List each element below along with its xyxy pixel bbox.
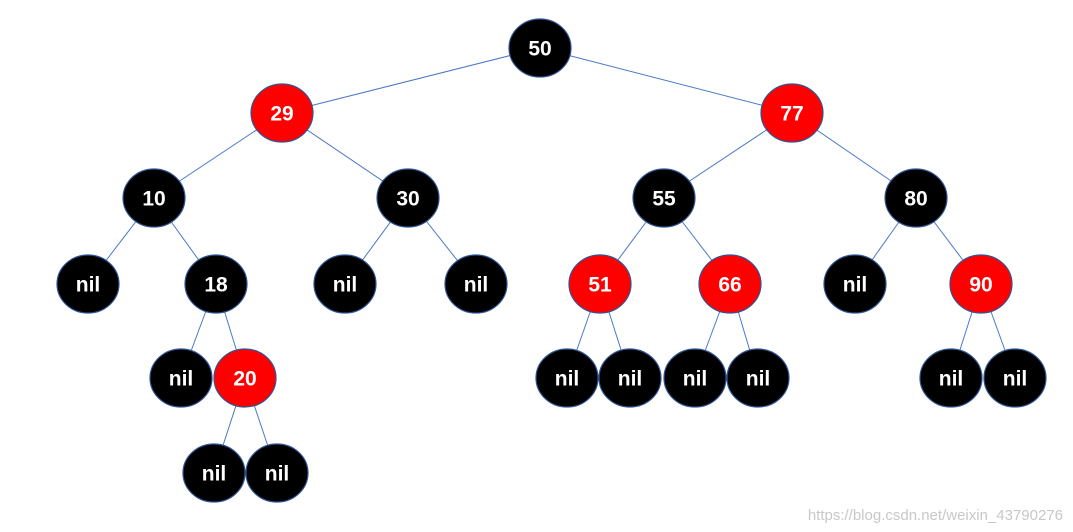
black-node-circle <box>919 348 983 408</box>
edge-n50-n77 <box>539 47 793 114</box>
red-node-circle <box>949 254 1013 314</box>
node-label: nil <box>555 368 580 391</box>
black-node-circle <box>56 254 120 314</box>
black-node-circle <box>444 254 508 314</box>
tree-node-nil6: nil <box>182 443 246 503</box>
black-node-circle <box>184 254 248 314</box>
tree-node-nil7: nil <box>245 443 309 503</box>
red-node-circle <box>250 83 314 143</box>
node-label: 55 <box>652 188 676 211</box>
tree-node-n66: 66 <box>698 254 762 314</box>
black-node-circle <box>983 348 1047 408</box>
tree-node-nil13: nil <box>983 348 1047 408</box>
tree-node-nil2: nil <box>313 254 377 314</box>
node-label: nil <box>939 368 964 391</box>
tree-node-nil12: nil <box>919 348 983 408</box>
black-node-circle <box>122 168 186 228</box>
tree-node-nil11: nil <box>726 348 790 408</box>
black-node-circle <box>884 168 948 228</box>
red-node-circle <box>760 83 824 143</box>
red-node-circle <box>213 348 277 408</box>
node-label: nil <box>202 463 227 486</box>
tree-node-n80: 80 <box>884 168 948 228</box>
node-label: nil <box>618 368 643 391</box>
node-label: 18 <box>204 274 228 297</box>
node-label: 50 <box>528 38 551 61</box>
black-node-circle <box>663 348 727 408</box>
black-node-circle <box>598 348 662 408</box>
node-label: 90 <box>969 274 992 297</box>
tree-node-nil4: nil <box>823 254 887 314</box>
tree-node-n30: 30 <box>376 168 440 228</box>
black-node-circle <box>376 168 440 228</box>
node-label: 29 <box>270 103 293 126</box>
tree-node-nil1: nil <box>56 254 120 314</box>
black-node-circle <box>149 348 213 408</box>
node-label: nil <box>1003 368 1028 391</box>
tree-node-n20: 20 <box>213 348 277 408</box>
tree-node-nil3: nil <box>444 254 508 314</box>
black-node-circle <box>508 18 572 78</box>
node-label: 10 <box>142 188 165 211</box>
node-label: 51 <box>588 274 612 297</box>
red-node-circle <box>698 254 762 314</box>
tree-node-n29: 29 <box>250 83 314 143</box>
black-node-circle <box>632 168 696 228</box>
tree-node-n55: 55 <box>632 168 696 228</box>
node-label: nil <box>843 274 868 297</box>
tree-node-nil9: nil <box>598 348 662 408</box>
tree-node-n51: 51 <box>568 254 632 314</box>
tree-node-n18: 18 <box>184 254 248 314</box>
node-label: 77 <box>780 103 803 126</box>
black-node-circle <box>823 254 887 314</box>
red-node-circle <box>568 254 632 314</box>
node-label: nil <box>333 274 358 297</box>
node-label: 30 <box>396 188 419 211</box>
black-node-circle <box>245 443 309 503</box>
tree-node-n77: 77 <box>760 83 824 143</box>
tree-nodes: 50 29 77 10 30 55 80 nil 18 nil nil 51 66 nil 90 nil 20 n… <box>56 18 1047 503</box>
node-label: nil <box>464 274 489 297</box>
node-label: 20 <box>233 368 256 391</box>
node-label: 80 <box>904 188 927 211</box>
tree-node-nil5: nil <box>149 348 213 408</box>
tree-node-nil10: nil <box>663 348 727 408</box>
black-node-circle <box>535 348 599 408</box>
tree-node-n10: 10 <box>122 168 186 228</box>
black-node-circle <box>182 443 246 503</box>
tree-node-nil8: nil <box>535 348 599 408</box>
tree-node-n90: 90 <box>949 254 1013 314</box>
tree-node-n50: 50 <box>508 18 572 78</box>
node-label: 66 <box>718 274 741 297</box>
node-label: nil <box>683 368 708 391</box>
node-label: nil <box>746 368 771 391</box>
node-label: nil <box>265 463 290 486</box>
node-label: nil <box>76 274 101 297</box>
black-node-circle <box>726 348 790 408</box>
black-node-circle <box>313 254 377 314</box>
node-label: nil <box>169 368 194 391</box>
edge-n50-n29 <box>281 47 541 114</box>
watermark: https://blog.csdn.net/weixin_43790276 <box>807 507 1063 524</box>
